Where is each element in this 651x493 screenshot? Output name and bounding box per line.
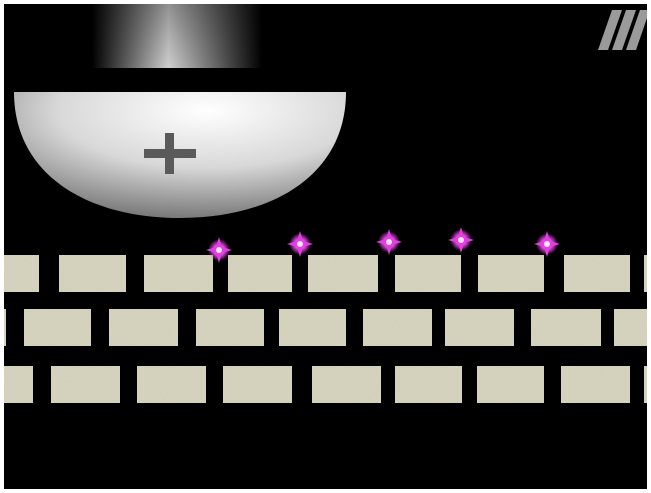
probe-stem	[92, 4, 262, 68]
surface-atom-brick	[24, 309, 91, 346]
surface-atom-brick	[614, 309, 647, 346]
probe-sphere	[14, 92, 346, 218]
animation-frame	[4, 4, 647, 489]
surface-atom-brick	[109, 309, 178, 346]
surface-atom-brick	[363, 309, 432, 346]
plus-sparkle-icon	[534, 231, 560, 257]
surface-atom-brick	[644, 366, 647, 403]
scene-svg	[4, 4, 647, 489]
plus-sparkle-icon	[287, 231, 313, 257]
surface-atom-brick	[477, 366, 544, 403]
surface-atom-brick	[395, 255, 461, 292]
surface-atom-brick	[223, 366, 292, 403]
surface-atom-brick	[395, 366, 462, 403]
surface-atom-brick	[4, 255, 39, 292]
surface-atom-brick	[4, 366, 33, 403]
plus-sparkle-icon	[376, 229, 402, 255]
surface-atom-brick	[4, 309, 6, 346]
surface-atom-brick	[308, 255, 378, 292]
slash-stripes-logo	[598, 10, 647, 50]
surface-atom-brick	[59, 255, 126, 292]
surface-atom-brick	[478, 255, 544, 292]
surface-atom-brick	[561, 366, 630, 403]
surface-atom-brick	[144, 255, 213, 292]
surface-atom-brick	[644, 255, 647, 292]
surface-atom-brick	[196, 309, 264, 346]
surface-atom-brick	[312, 366, 381, 403]
surface-atom-brick	[531, 309, 601, 346]
surface-atom-brick	[137, 366, 206, 403]
surface-atom-brick	[51, 366, 120, 403]
surface-atom-brick	[279, 309, 346, 346]
surface-atom-brick	[564, 255, 630, 292]
plus-sparkle-icon	[448, 227, 474, 253]
surface-atom-brick	[445, 309, 514, 346]
surface-atom-brick	[228, 255, 292, 292]
surface-atoms	[4, 255, 647, 403]
